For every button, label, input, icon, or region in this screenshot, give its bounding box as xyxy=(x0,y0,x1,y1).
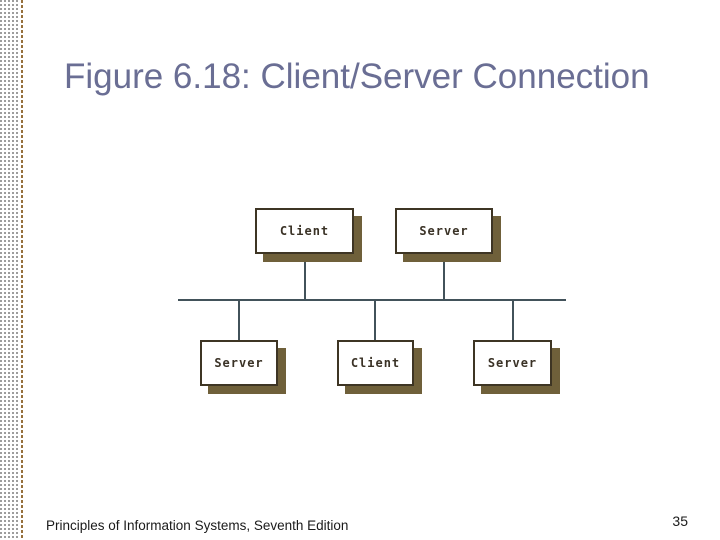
connector-bottom-server-2 xyxy=(512,300,514,340)
node-server-bottom-right: Server xyxy=(473,340,552,386)
node-client-top: Client xyxy=(255,208,354,254)
node-server-bottom-left: Server xyxy=(200,340,278,386)
connector-top-server xyxy=(443,254,445,300)
node-server-bottom-right-label: Server xyxy=(487,356,538,370)
slide-title: Figure 6.18: Client/Server Connection xyxy=(64,57,650,96)
node-client-bottom-label: Client xyxy=(350,356,401,370)
node-server-top: Server xyxy=(395,208,493,254)
node-client-top-label: Client xyxy=(279,224,330,238)
footer-text: Principles of Information Systems, Seven… xyxy=(46,518,349,533)
node-server-bottom-left-label: Server xyxy=(214,356,264,370)
bus-line xyxy=(178,299,566,301)
connector-bottom-client xyxy=(374,300,376,340)
texture-dash-column xyxy=(21,0,23,540)
texture-dot-grid xyxy=(0,0,20,540)
page-number: 35 xyxy=(672,513,688,529)
node-server-top-label: Server xyxy=(419,224,469,238)
connector-bottom-server-1 xyxy=(238,300,240,340)
connector-top-client xyxy=(304,254,306,300)
node-client-bottom: Client xyxy=(337,340,414,386)
texture-strip xyxy=(0,0,24,540)
